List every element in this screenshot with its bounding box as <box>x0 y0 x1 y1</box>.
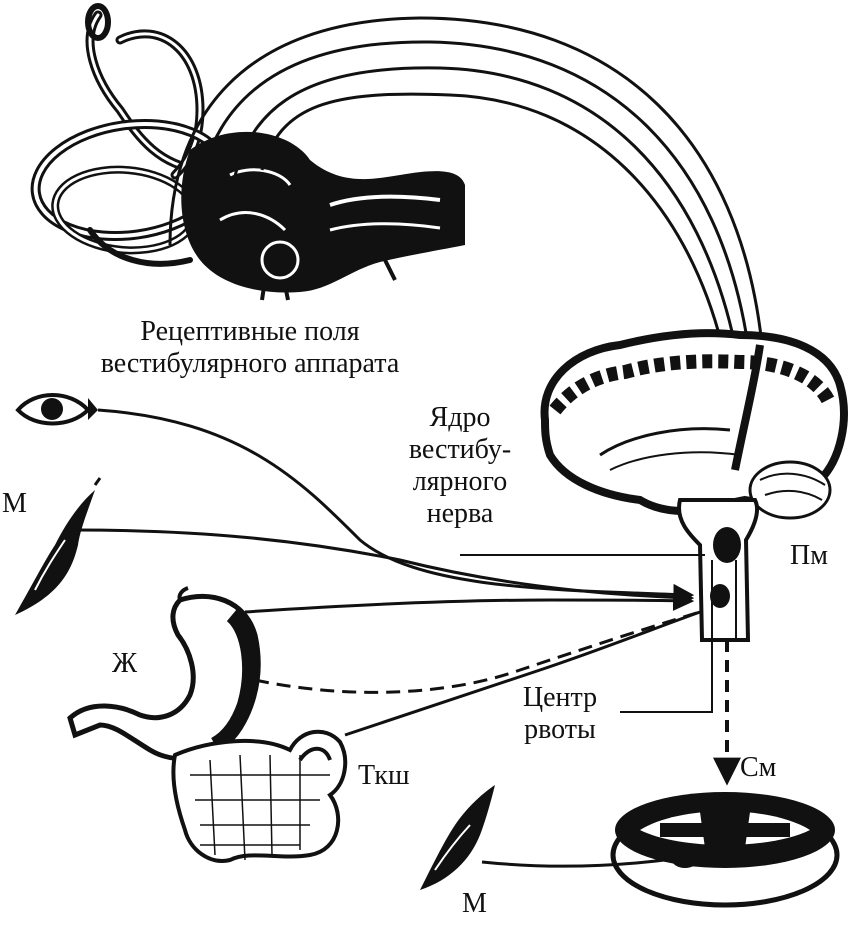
vomiting-center-label: Центр рвоты <box>495 682 625 746</box>
nucleus-line1: Ядро <box>429 402 491 433</box>
medulla-label: Пм <box>790 540 828 571</box>
vestibular-nerve-fibres <box>168 16 764 346</box>
nucleus-line4: нерва <box>426 498 494 529</box>
descending-pathway <box>620 600 741 786</box>
vomiting-center-line1: Центр <box>522 682 598 713</box>
nucleus-label: Ядро вестибу- лярного нерва <box>390 402 530 530</box>
stomach-label: Ж <box>112 648 138 679</box>
afferent-paths <box>74 408 705 737</box>
efferent-nerve <box>481 856 681 868</box>
muscle-upper-icon <box>15 477 102 615</box>
muscle-lower-icon <box>420 785 495 890</box>
brain <box>540 329 848 520</box>
brainstem <box>677 498 759 642</box>
vomiting-center-line2: рвоты <box>524 714 596 745</box>
intestine-label: Ткш <box>358 760 410 791</box>
spinal-cord-label: См <box>740 752 777 783</box>
receptive-fields-line2: вестибулярного аппарата <box>100 348 400 379</box>
spinal-cord-section <box>610 792 840 908</box>
intestine-tissue <box>171 729 348 863</box>
vestibule-body <box>181 131 466 301</box>
muscle-lower-label: М <box>462 888 487 919</box>
stomach <box>67 586 261 762</box>
nucleus-line2: вестибу- <box>408 434 512 465</box>
nucleus-line3: лярного <box>412 466 508 497</box>
receptive-fields-line1: Рецептивные поля <box>140 316 360 347</box>
muscle-upper-label: М <box>2 488 27 519</box>
receptive-fields-label: Рецептивные поля вестибулярного аппарата <box>60 316 440 380</box>
eye-icon <box>15 393 98 426</box>
